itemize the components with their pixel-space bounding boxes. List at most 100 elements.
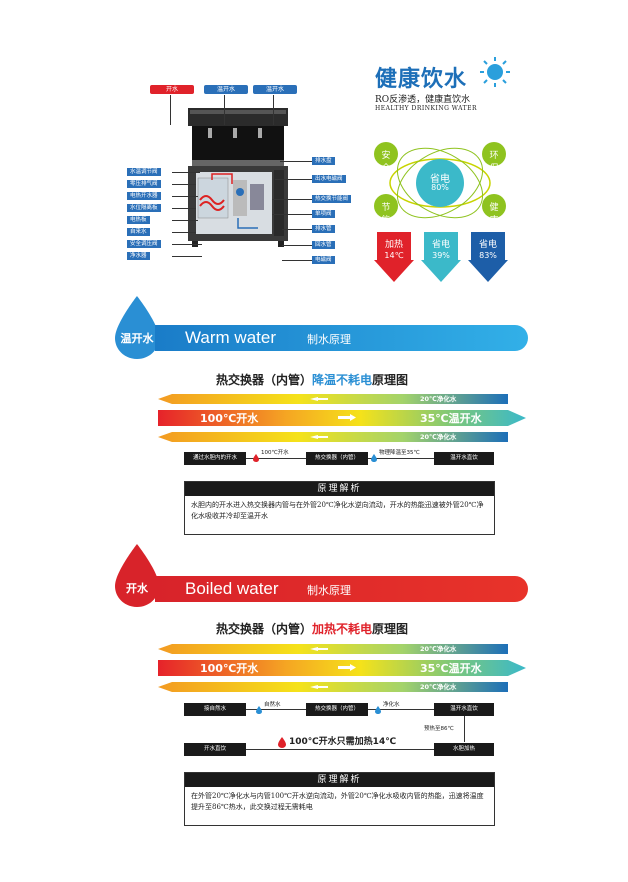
drop-red-icon <box>253 447 259 462</box>
warm-flow-label-2: 物理降温至35℃ <box>379 450 420 456</box>
label-purifier: 净水器 <box>127 252 150 260</box>
arrow-save-2 <box>468 232 508 282</box>
tag-warm-2: 温开水 <box>253 85 297 94</box>
arrow-save-1-label: 省电 <box>431 240 450 250</box>
boiled-section-title: 热交换器（内管）加热不耗电原理图 <box>216 620 408 637</box>
sun-icon <box>478 55 512 89</box>
warm-flow-step-3: 温开水直饮 <box>434 452 494 465</box>
label-heat-exchange-valve: 热交换节能阀 <box>312 195 352 203</box>
boiled-hot-label: 100℃开水 <box>200 662 259 675</box>
label-outlet-solenoid: 出水电磁阀 <box>312 175 346 183</box>
label-return-pipe: 回水管 <box>312 241 335 249</box>
label-drain-tray: 排水盘 <box>312 157 335 165</box>
subtitle: RO反渗透，健康直饮水 <box>375 95 471 105</box>
label-safety-valve: 安全调压阀 <box>127 240 161 248</box>
flow-arrow-down <box>464 716 466 742</box>
warm-flow-step-1: 通过水胆内的开水 <box>184 452 246 465</box>
boiled-drop-label: 开水 <box>126 582 148 595</box>
label-electric-heater: 电热开水器 <box>127 192 161 200</box>
leader <box>282 260 312 261</box>
boiled-banner-cn: 制水原理 <box>307 584 351 597</box>
boiled-analysis-title: 原理解析 <box>185 773 494 787</box>
warm-flow-step-2: 热交换器（内管） <box>306 452 368 465</box>
leader <box>282 229 312 230</box>
leader <box>172 256 202 257</box>
drop-blue-icon <box>256 699 262 714</box>
flow-arrow <box>246 749 434 750</box>
leader <box>272 199 312 200</box>
drop-red-icon <box>278 733 286 748</box>
leader <box>172 184 196 185</box>
benefit-safety: 安全 <box>381 151 391 174</box>
label-check-valve: 单项阀 <box>312 210 335 218</box>
machine-illustration <box>178 100 298 250</box>
leader <box>273 95 275 125</box>
brand-title: 健康饮水 <box>375 67 468 92</box>
warm-cold-bottom: 20℃净化水 <box>420 433 457 441</box>
leader <box>172 232 196 233</box>
arrow-heat <box>374 232 414 282</box>
warm-section-title: 热交换器（内管）降温不耗电原理图 <box>216 371 408 388</box>
boiled-exchanger-graphic <box>158 641 526 695</box>
flow-arrow <box>246 709 306 710</box>
label-heating-plate: 电热板 <box>127 216 150 224</box>
warm-drop-icon <box>113 296 161 360</box>
leader <box>172 208 196 209</box>
leader <box>172 244 202 245</box>
warm-analysis-title: 原理解析 <box>185 482 494 496</box>
warm-analysis-box: 原理解析 水胆内的开水进入热交换器内管与在外管20℃净化水逆向流动，开水的热能迅… <box>184 481 495 535</box>
arrow-save-1 <box>421 232 461 282</box>
warm-exchanger-graphic <box>158 391 526 445</box>
flow-arrow <box>368 709 434 710</box>
leader <box>172 172 200 173</box>
benefit-eco: 环保 <box>489 151 499 174</box>
warm-flow-label-1: 100℃开水 <box>261 450 289 456</box>
warm-title-prefix: 热交换器（内管） <box>216 373 313 387</box>
boiled-flow2-step-2: 水胆加热 <box>434 743 494 756</box>
center-label: 省电 <box>430 174 450 185</box>
boiled-drop-icon <box>113 544 161 608</box>
label-drain-pipe: 排水管 <box>312 225 335 233</box>
boiled-heat-note: 100℃开水只需加热14℃ <box>289 737 397 747</box>
warm-drop-label: 温开水 <box>120 332 154 345</box>
label-thermostat-valve: 水温调节阀 <box>127 168 161 176</box>
warm-analysis-text: 水胆内的开水进入热交换器内管与在外管20℃净化水逆向流动，开水的热能迅速被外管2… <box>191 501 484 520</box>
tag-boiled: 开水 <box>150 85 194 94</box>
leader <box>224 95 226 125</box>
label-vent-valve: 零压排气阀 <box>127 180 161 188</box>
warm-banner-en: Warm water <box>185 328 276 347</box>
boiled-analysis-text: 在外管20℃净化水与内管100℃开水逆向流动，外管20℃净化水吸收内管的热能，迅… <box>191 792 484 811</box>
leader <box>172 220 198 221</box>
subtitle-en: HEALTHY DRINKING WATER <box>375 105 478 112</box>
arrow-save-2-label: 省电 <box>478 240 497 250</box>
warm-cold-top: 20℃净化水 <box>420 395 457 403</box>
arrow-save-1-value: 39% <box>432 251 450 260</box>
flow-arrow <box>246 458 306 459</box>
boiled-analysis-box: 原理解析 在外管20℃净化水与内管100℃开水逆向流动，外管20℃净化水吸收内管… <box>184 772 495 826</box>
boiled-warm-label: 35℃温开水 <box>420 662 482 675</box>
arrow-save-2-value: 83% <box>479 251 497 260</box>
boiled-flow-label-2: 净化水 <box>383 702 400 708</box>
leader <box>275 179 312 180</box>
boiled-flow-step-1: 接自然水 <box>184 703 246 716</box>
arrow-heat-value: 14℃ <box>384 251 404 260</box>
boiled-flow-label-1: 自然水 <box>264 702 281 708</box>
boiled-cold-top: 20℃净化水 <box>420 645 457 653</box>
flow-arrow <box>368 458 434 459</box>
boiled-flow-step-3: 温开水直饮 <box>434 703 494 716</box>
arrow-heat-label: 加热 <box>384 240 403 250</box>
boiled-banner: Boiled water 制水原理 <box>155 576 528 602</box>
leader <box>282 245 312 246</box>
leader <box>172 196 198 197</box>
boiled-title-suffix: 原理图 <box>372 622 409 636</box>
warm-warm-label: 35℃温开水 <box>420 412 482 425</box>
tag-warm-1: 温开水 <box>204 85 248 94</box>
boiled-title-highlight: 加热不耗电 <box>312 622 373 636</box>
label-level-plate: 水位隔离板 <box>127 204 161 212</box>
boiled-preheat: 预热至86℃ <box>424 726 454 732</box>
boiled-title-prefix: 热交换器（内管） <box>216 622 313 636</box>
leader <box>170 95 172 125</box>
warm-hot-label: 100℃开水 <box>200 412 259 425</box>
benefit-energy: 节能 <box>381 203 391 226</box>
warm-banner-cn: 制水原理 <box>307 333 351 346</box>
